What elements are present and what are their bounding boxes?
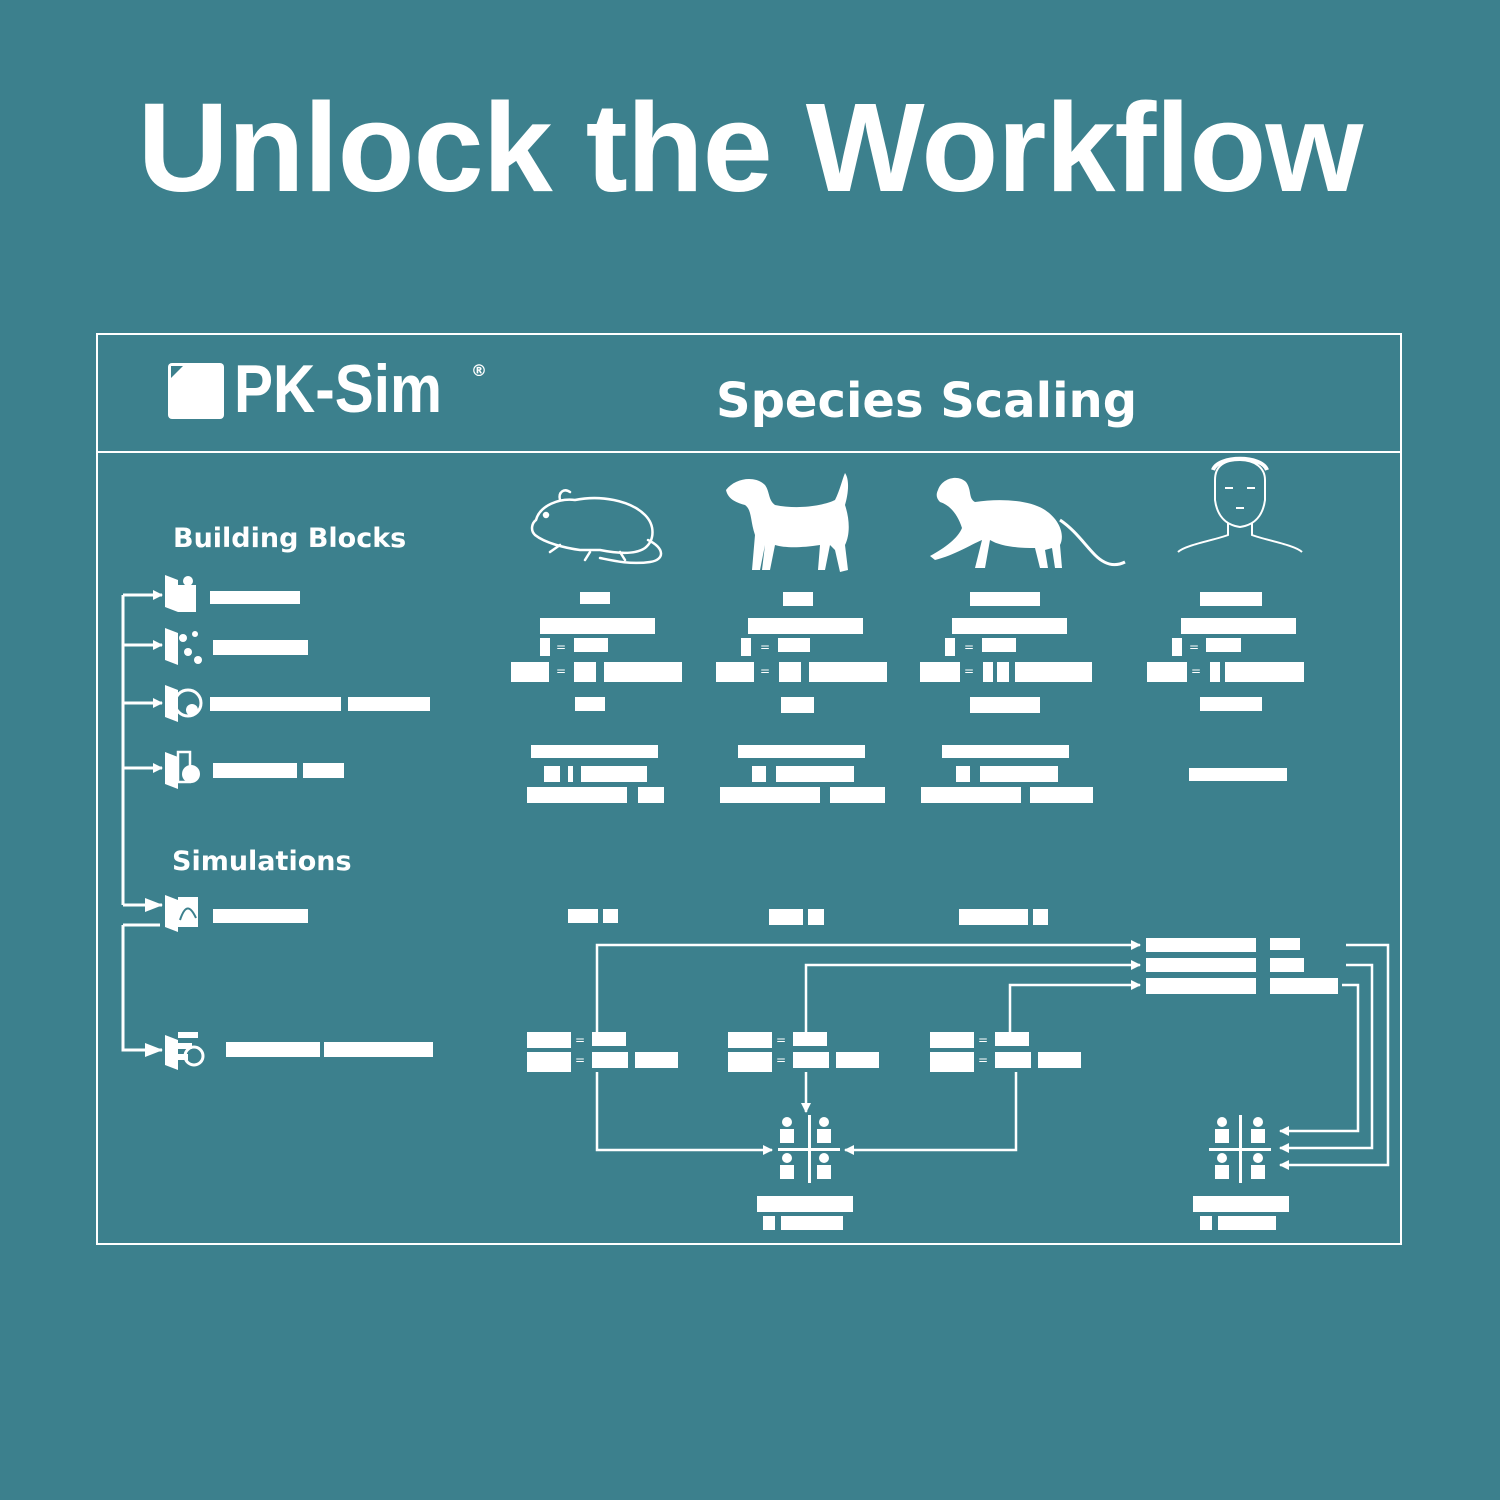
pk-sim-logo-icon (168, 363, 224, 419)
svg-text:=: = (556, 640, 566, 654)
rat-column: = = (511, 592, 682, 923)
rat-icon (530, 489, 663, 565)
svg-text:=: = (760, 664, 770, 678)
formulation-icon (165, 685, 203, 722)
compound-icon (165, 628, 202, 665)
svg-text:=: = (776, 1053, 786, 1067)
flow-arrows (595, 940, 1390, 1170)
simulation-icon (165, 895, 198, 932)
logo-text: PK-Sim (234, 351, 442, 427)
svg-text:=: = (575, 1053, 585, 1067)
monkey-icon (930, 477, 1126, 568)
population-simulation-icon (165, 1032, 205, 1070)
header-divider (98, 451, 1400, 453)
simulations-label: Simulations (172, 846, 352, 877)
administration-protocol-icon (165, 750, 200, 789)
human-population-results-grid (1193, 1115, 1289, 1230)
svg-text:=: = (556, 664, 566, 678)
headline: Unlock the Workflow (137, 77, 1364, 218)
dog-icon (726, 473, 849, 572)
building-block-bars (210, 591, 433, 1057)
individual-icon (165, 575, 196, 612)
population-sim-blocks: = = = = = = (527, 1032, 1081, 1072)
svg-text:=: = (978, 1033, 988, 1047)
svg-text:=: = (1189, 640, 1199, 654)
comparison-rows (1146, 938, 1338, 994)
tree-connector (121, 590, 163, 1057)
svg-text:=: = (964, 664, 974, 678)
registered-mark: ® (471, 361, 487, 380)
monkey-column: = = (920, 592, 1093, 925)
human-column: = = (1147, 592, 1304, 781)
svg-text:=: = (964, 640, 974, 654)
human-icon (1177, 456, 1303, 553)
svg-text:=: = (575, 1033, 585, 1047)
svg-text:=: = (978, 1053, 988, 1067)
svg-text:=: = (760, 640, 770, 654)
population-results-grid (757, 1115, 853, 1230)
svg-text:=: = (776, 1033, 786, 1047)
panel-title: Species Scaling (716, 373, 1138, 429)
building-blocks-label: Building Blocks (173, 523, 407, 554)
svg-text:=: = (1191, 664, 1201, 678)
dog-column: = = (716, 592, 887, 925)
workflow-panel: PK-Sim ® Species Scaling Building Blocks… (96, 333, 1402, 1245)
